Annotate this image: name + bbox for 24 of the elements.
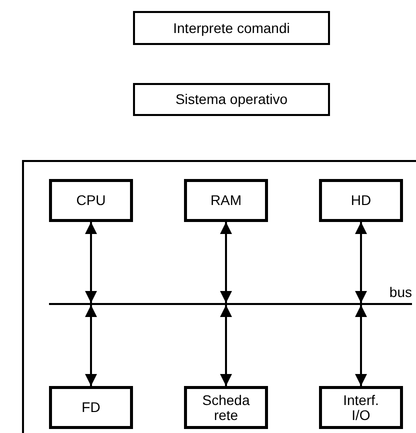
node-label: CPU [76, 193, 106, 208]
component-box [319, 386, 403, 429]
bidirectional-arrow [220, 222, 232, 303]
component-box [49, 386, 133, 429]
bidirectional-arrow [220, 305, 232, 386]
bidirectional-arrow [355, 305, 367, 386]
node-label: Scheda rete [201, 392, 251, 422]
component-box [184, 179, 268, 222]
bidirectional-arrow [85, 222, 97, 303]
node-label: Interprete comandi [173, 20, 290, 36]
bidirectional-arrow [355, 222, 367, 303]
component-box [184, 386, 268, 429]
node-label: Sistema operativo [175, 92, 288, 107]
component-box [319, 179, 403, 222]
bidirectional-arrow [85, 305, 97, 386]
node-label: FD [82, 400, 100, 415]
component-box [49, 179, 133, 222]
system-frame [22, 160, 416, 433]
node-label: RAM [210, 193, 242, 208]
bus-label: bus [389, 285, 412, 300]
node-label: Interf. I/O [342, 392, 380, 422]
process-box [133, 83, 330, 116]
node-label: HD [350, 193, 372, 208]
process-box [133, 11, 330, 45]
